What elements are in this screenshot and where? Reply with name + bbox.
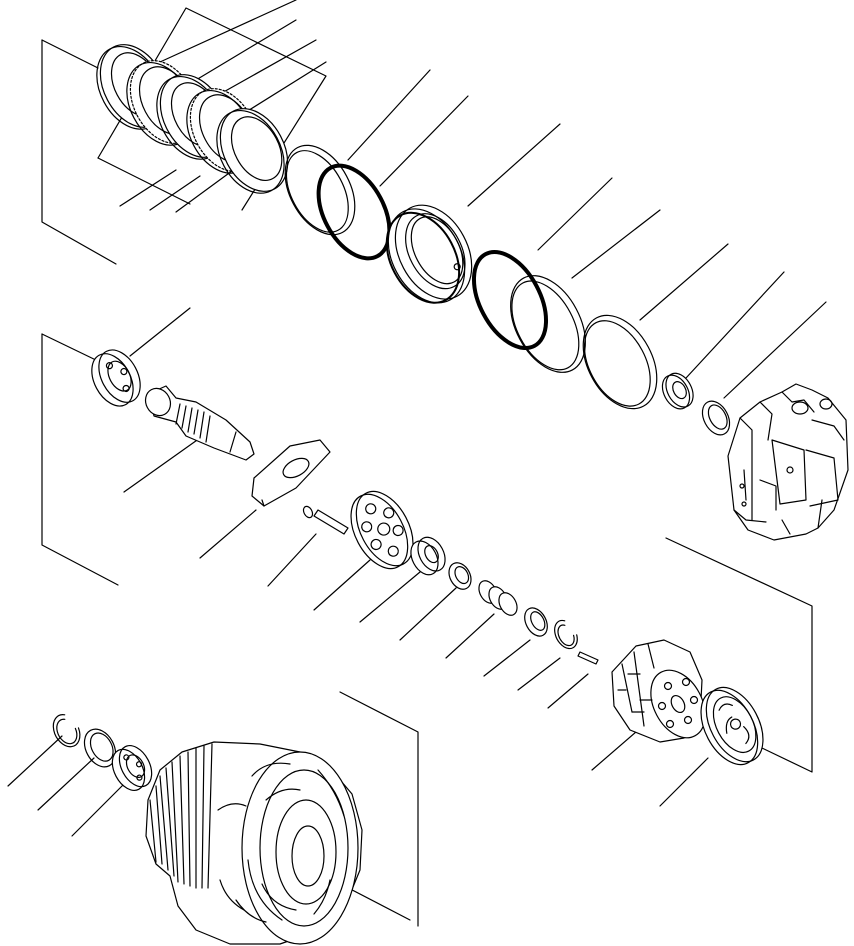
bearing-small	[661, 372, 694, 410]
shim-ring	[582, 314, 658, 410]
spherical-bushing	[410, 536, 446, 576]
snap-ring-2	[52, 714, 81, 748]
snap-ring-1	[554, 619, 578, 650]
hub-bearing	[111, 745, 153, 791]
o-ring-2	[471, 249, 549, 351]
brake-piston	[385, 204, 473, 304]
seal-small	[701, 400, 731, 436]
backup-ring-2	[510, 275, 586, 373]
leader-lines	[7, 0, 827, 921]
friction-plate-pack	[96, 44, 289, 194]
swash-plate	[251, 439, 331, 507]
valve-plate	[700, 686, 764, 766]
friction-plate-3	[216, 108, 289, 194]
shaft-bearing	[91, 349, 141, 407]
collar	[524, 607, 548, 637]
group-bracket-hub	[339, 691, 419, 927]
hub-housing	[145, 741, 363, 945]
dowel-pin	[577, 651, 599, 665]
group-bracket-shaft	[41, 333, 119, 586]
motor-housing	[727, 383, 849, 541]
hub-seal	[83, 728, 117, 768]
spacer-ring	[448, 562, 472, 590]
output-shaft	[144, 385, 255, 461]
pin	[302, 505, 349, 535]
cylinder-block	[611, 639, 706, 743]
retainer-plate	[350, 490, 414, 570]
group-bracket-cylinder	[665, 537, 813, 773]
spring-set	[478, 580, 518, 616]
